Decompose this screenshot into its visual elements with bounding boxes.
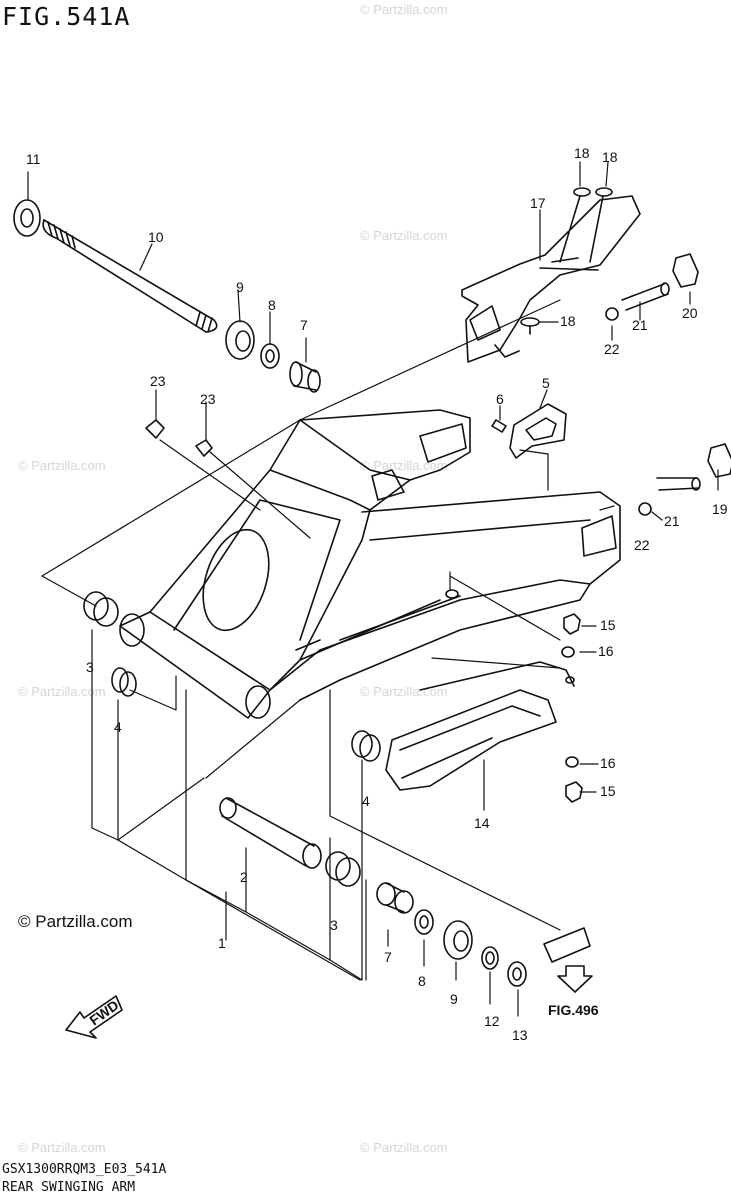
- callout-8[interactable]: 8: [268, 297, 276, 313]
- watermark: © Partzilla.com: [18, 458, 106, 473]
- callout-16[interactable]: 16: [598, 643, 614, 659]
- copyright-notice: © Partzilla.com: [18, 912, 133, 931]
- callout-15[interactable]: 15: [600, 617, 616, 633]
- callout-4[interactable]: 4: [114, 719, 122, 735]
- figure-ref-tag: [543, 927, 591, 963]
- callout-12[interactable]: 12: [484, 1013, 500, 1029]
- figure-code: GSX1300RRQM3_E03_541A: [2, 1162, 167, 1177]
- callout-20[interactable]: 20: [682, 305, 698, 321]
- callout-17[interactable]: 17: [530, 195, 546, 211]
- callout-21[interactable]: 21: [664, 513, 680, 529]
- callout-23[interactable]: 23: [150, 373, 166, 389]
- figure-title: FIG.541A: [2, 2, 131, 31]
- figure-caption: REAR SWINGING ARM: [2, 1180, 136, 1195]
- callout-14[interactable]: 14: [474, 815, 490, 831]
- watermark: © Partzilla.com: [360, 228, 448, 243]
- callout-2[interactable]: 2: [240, 869, 248, 885]
- callout-22[interactable]: 22: [604, 341, 620, 357]
- chain-cover: [461, 195, 641, 363]
- bearings-3-4: [83, 591, 381, 887]
- leader-lines: [27, 161, 719, 1017]
- upper-bearing-set: [225, 320, 321, 393]
- pivot-shaft: [13, 199, 218, 333]
- bolt-18: [520, 187, 613, 335]
- callout-10[interactable]: 10: [148, 229, 164, 245]
- callout-21[interactable]: 21: [632, 317, 648, 333]
- swingarm-body: [119, 409, 621, 719]
- arrow-down-icon: [557, 965, 593, 993]
- callout-3[interactable]: 3: [86, 659, 94, 675]
- callout-6[interactable]: 6: [496, 391, 504, 407]
- callout-1[interactable]: 1: [218, 935, 226, 951]
- watermark: © Partzilla.com: [360, 458, 448, 473]
- callout-13[interactable]: 13: [512, 1027, 528, 1043]
- callout-18[interactable]: 18: [574, 145, 590, 161]
- adjuster-parts: [605, 253, 731, 516]
- callout-3[interactable]: 3: [330, 917, 338, 933]
- watermark: © Partzilla.com: [18, 1140, 106, 1155]
- callout-19[interactable]: 19: [712, 501, 728, 517]
- callout-9[interactable]: 9: [236, 279, 244, 295]
- pivot-sleeve: [219, 797, 322, 869]
- watermark: © Partzilla.com: [360, 684, 448, 699]
- callout-18[interactable]: 18: [602, 149, 618, 165]
- callout-8[interactable]: 8: [418, 973, 426, 989]
- watermark: © Partzilla.com: [360, 1140, 448, 1155]
- callout-7[interactable]: 7: [384, 949, 392, 965]
- callout-11[interactable]: 11: [26, 151, 41, 167]
- callout-18[interactable]: 18: [560, 313, 576, 329]
- callout-23[interactable]: 23: [200, 391, 216, 407]
- screws-23: [145, 419, 213, 457]
- callout-22[interactable]: 22: [634, 537, 650, 553]
- figure-reference[interactable]: FIG.496: [548, 1002, 599, 1018]
- callout-15[interactable]: 15: [600, 783, 616, 799]
- fasteners-15-16: [561, 613, 583, 803]
- watermark: © Partzilla.com: [18, 684, 106, 699]
- callout-5[interactable]: 5: [542, 375, 550, 391]
- callout-4[interactable]: 4: [362, 793, 370, 809]
- watermark: © Partzilla.com: [360, 2, 448, 17]
- bracket: [491, 403, 567, 459]
- lower-bearing-set: [376, 882, 527, 987]
- fwd-arrow-icon: [65, 995, 123, 1039]
- callout-9[interactable]: 9: [450, 991, 458, 1007]
- callout-16[interactable]: 16: [600, 755, 616, 771]
- chain-guide: [385, 661, 575, 791]
- callout-7[interactable]: 7: [300, 317, 308, 333]
